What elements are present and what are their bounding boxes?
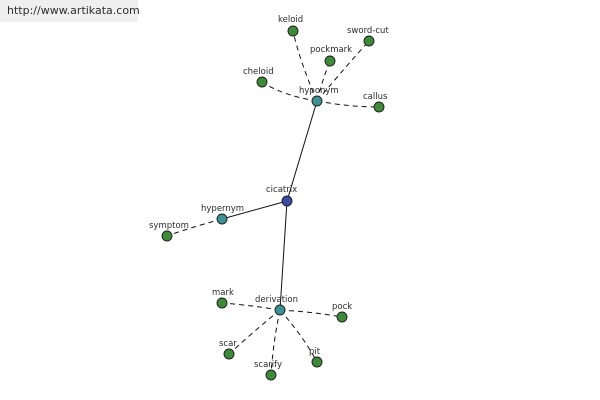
edge-derivation-mark bbox=[221, 302, 281, 311]
node-cicatrix[interactable] bbox=[281, 195, 293, 207]
label-hypernym[interactable]: hypernym bbox=[201, 204, 244, 214]
label-keloid[interactable]: keloid bbox=[278, 15, 303, 25]
node-mark[interactable] bbox=[216, 297, 228, 309]
node-hypernym[interactable] bbox=[216, 213, 228, 225]
node-pit[interactable] bbox=[311, 356, 323, 368]
label-derivation[interactable]: derivation bbox=[255, 295, 298, 305]
label-scarify[interactable]: scarify bbox=[254, 360, 282, 370]
node-scarify[interactable] bbox=[265, 369, 277, 381]
node-derivation[interactable] bbox=[274, 304, 286, 316]
node-hyponym[interactable] bbox=[311, 95, 323, 107]
node-scar[interactable] bbox=[223, 348, 235, 360]
edge-hyponym-keloid bbox=[292, 30, 318, 102]
label-callus[interactable]: callus bbox=[363, 92, 388, 102]
label-mark[interactable]: mark bbox=[212, 288, 234, 298]
node-symptom[interactable] bbox=[161, 230, 173, 242]
node-pockmark[interactable] bbox=[324, 55, 336, 67]
label-sword-cut[interactable]: sword-cut bbox=[347, 26, 389, 36]
node-pock[interactable] bbox=[336, 311, 348, 323]
node-keloid[interactable] bbox=[287, 25, 299, 37]
edge-derivation-pit bbox=[279, 309, 318, 363]
edge-cicatrix-hyponym bbox=[286, 100, 318, 202]
node-cheloid[interactable] bbox=[256, 76, 268, 88]
label-cicatrix[interactable]: cicatrix bbox=[266, 185, 297, 195]
edge-cicatrix-hypernym bbox=[221, 200, 288, 220]
label-pockmark[interactable]: pockmark bbox=[310, 45, 352, 55]
label-symptom[interactable]: symptom bbox=[149, 221, 189, 231]
label-cheloid[interactable]: cheloid bbox=[243, 67, 274, 77]
label-scar[interactable]: scar bbox=[219, 339, 237, 349]
edge-cicatrix-derivation bbox=[279, 200, 288, 311]
node-sword-cut[interactable] bbox=[363, 35, 375, 47]
site-url-banner[interactable]: http://www.artikata.com bbox=[0, 0, 140, 22]
label-hyponym[interactable]: hyponym bbox=[299, 86, 339, 96]
label-pock[interactable]: pock bbox=[332, 302, 352, 312]
label-pit[interactable]: pit bbox=[309, 347, 321, 357]
node-callus[interactable] bbox=[373, 101, 385, 113]
edge-hyponym-sword-cut bbox=[316, 40, 370, 102]
